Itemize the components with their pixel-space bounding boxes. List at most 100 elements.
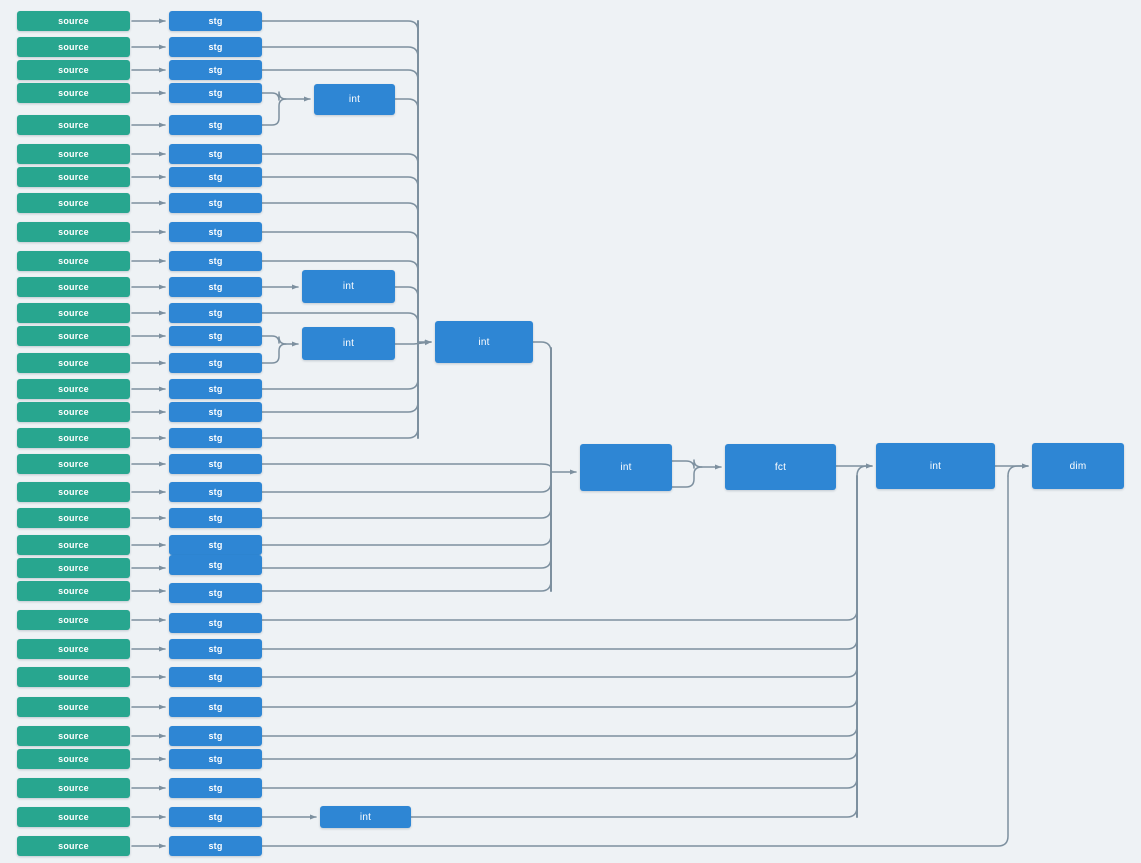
source-node-src26[interactable]: source bbox=[17, 667, 130, 687]
intermediate-node-int_c[interactable]: int bbox=[302, 327, 395, 360]
staging-node-stg02[interactable]: stg bbox=[169, 37, 262, 57]
intermediate-node-int_d[interactable]: int bbox=[435, 321, 533, 363]
source-node-src14[interactable]: source bbox=[17, 353, 130, 373]
source-node-src02[interactable]: source bbox=[17, 37, 130, 57]
node-label: stg bbox=[208, 256, 223, 266]
staging-node-stg23[interactable]: stg bbox=[169, 583, 262, 603]
source-node-src09[interactable]: source bbox=[17, 222, 130, 242]
node-label: stg bbox=[208, 560, 223, 570]
staging-node-stg09[interactable]: stg bbox=[169, 222, 262, 242]
edges-to-int-c bbox=[261, 335, 299, 364]
source-node-src04[interactable]: source bbox=[17, 83, 130, 103]
node-label: source bbox=[58, 615, 89, 625]
dimension-node-dim_1[interactable]: dim bbox=[1032, 443, 1124, 489]
staging-node-stg19[interactable]: stg bbox=[169, 482, 262, 502]
staging-node-stg05[interactable]: stg bbox=[169, 115, 262, 135]
staging-node-stg13[interactable]: stg bbox=[169, 326, 262, 346]
source-node-src28[interactable]: source bbox=[17, 726, 130, 746]
intermediate-node-int_f[interactable]: int bbox=[876, 443, 995, 489]
staging-node-stg28[interactable]: stg bbox=[169, 726, 262, 746]
node-label: source bbox=[58, 42, 89, 52]
staging-node-stg04[interactable]: stg bbox=[169, 83, 262, 103]
staging-node-stg11[interactable]: stg bbox=[169, 277, 262, 297]
source-node-src32[interactable]: source bbox=[17, 836, 130, 856]
source-node-src10[interactable]: source bbox=[17, 251, 130, 271]
node-label: int bbox=[348, 94, 361, 105]
staging-node-stg31[interactable]: stg bbox=[169, 807, 262, 827]
staging-node-stg22[interactable]: stg bbox=[169, 555, 262, 575]
intermediate-node-int_e[interactable]: int bbox=[580, 444, 672, 491]
node-label: source bbox=[58, 331, 89, 341]
source-node-src25[interactable]: source bbox=[17, 639, 130, 659]
source-node-src03[interactable]: source bbox=[17, 60, 130, 80]
edges-to-int-a bbox=[261, 91, 311, 126]
source-node-src30[interactable]: source bbox=[17, 778, 130, 798]
source-node-src23[interactable]: source bbox=[17, 581, 130, 601]
staging-node-stg07[interactable]: stg bbox=[169, 167, 262, 187]
source-node-src19[interactable]: source bbox=[17, 482, 130, 502]
staging-node-stg16[interactable]: stg bbox=[169, 402, 262, 422]
staging-node-stg21[interactable]: stg bbox=[169, 535, 262, 555]
staging-node-stg03[interactable]: stg bbox=[169, 60, 262, 80]
node-label: source bbox=[58, 487, 89, 497]
staging-node-stg08[interactable]: stg bbox=[169, 193, 262, 213]
staging-node-stg30[interactable]: stg bbox=[169, 778, 262, 798]
source-node-src17[interactable]: source bbox=[17, 428, 130, 448]
source-node-src07[interactable]: source bbox=[17, 167, 130, 187]
intermediate-node-int_a[interactable]: int bbox=[314, 84, 395, 115]
node-label: stg bbox=[208, 227, 223, 237]
source-node-src12[interactable]: source bbox=[17, 303, 130, 323]
node-label: int bbox=[929, 460, 942, 472]
source-node-src05[interactable]: source bbox=[17, 115, 130, 135]
source-node-src01[interactable]: source bbox=[17, 11, 130, 31]
source-node-src20[interactable]: source bbox=[17, 508, 130, 528]
node-label: stg bbox=[208, 433, 223, 443]
source-node-src18[interactable]: source bbox=[17, 454, 130, 474]
staging-node-stg01[interactable]: stg bbox=[169, 11, 262, 31]
source-node-src24[interactable]: source bbox=[17, 610, 130, 630]
trunk-lower-feeders bbox=[261, 475, 858, 818]
staging-node-stg32[interactable]: stg bbox=[169, 836, 262, 856]
node-label: stg bbox=[208, 407, 223, 417]
source-node-src06[interactable]: source bbox=[17, 144, 130, 164]
node-label: source bbox=[58, 172, 89, 182]
staging-node-stg26[interactable]: stg bbox=[169, 667, 262, 687]
source-node-src31[interactable]: source bbox=[17, 807, 130, 827]
source-node-src29[interactable]: source bbox=[17, 749, 130, 769]
intermediate-node-int_b[interactable]: int bbox=[302, 270, 395, 303]
intermediate-node-int_g[interactable]: int bbox=[320, 806, 411, 828]
staging-node-stg18[interactable]: stg bbox=[169, 454, 262, 474]
staging-node-stg10[interactable]: stg bbox=[169, 251, 262, 271]
node-label: source bbox=[58, 227, 89, 237]
staging-node-stg15[interactable]: stg bbox=[169, 379, 262, 399]
source-node-src08[interactable]: source bbox=[17, 193, 130, 213]
staging-node-stg20[interactable]: stg bbox=[169, 508, 262, 528]
staging-node-stg14[interactable]: stg bbox=[169, 353, 262, 373]
node-label: source bbox=[58, 384, 89, 394]
fact-node-fct_1[interactable]: fct bbox=[725, 444, 836, 490]
node-label: stg bbox=[208, 120, 223, 130]
source-node-src16[interactable]: source bbox=[17, 402, 130, 422]
staging-node-stg27[interactable]: stg bbox=[169, 697, 262, 717]
trunk-mid-feeders bbox=[261, 341, 552, 592]
node-label: source bbox=[58, 198, 89, 208]
node-label: fct bbox=[774, 461, 787, 473]
staging-node-stg17[interactable]: stg bbox=[169, 428, 262, 448]
staging-node-stg29[interactable]: stg bbox=[169, 749, 262, 769]
source-node-src13[interactable]: source bbox=[17, 326, 130, 346]
node-label: stg bbox=[208, 358, 223, 368]
staging-node-stg12[interactable]: stg bbox=[169, 303, 262, 323]
node-label: source bbox=[58, 672, 89, 682]
source-node-src15[interactable]: source bbox=[17, 379, 130, 399]
staging-node-stg24[interactable]: stg bbox=[169, 613, 262, 633]
node-label: stg bbox=[208, 65, 223, 75]
source-node-src11[interactable]: source bbox=[17, 277, 130, 297]
staging-node-stg06[interactable]: stg bbox=[169, 144, 262, 164]
node-label: source bbox=[58, 88, 89, 98]
source-node-src21[interactable]: source bbox=[17, 535, 130, 555]
node-label: stg bbox=[208, 513, 223, 523]
source-node-src22[interactable]: source bbox=[17, 558, 130, 578]
staging-node-stg25[interactable]: stg bbox=[169, 639, 262, 659]
source-node-src27[interactable]: source bbox=[17, 697, 130, 717]
